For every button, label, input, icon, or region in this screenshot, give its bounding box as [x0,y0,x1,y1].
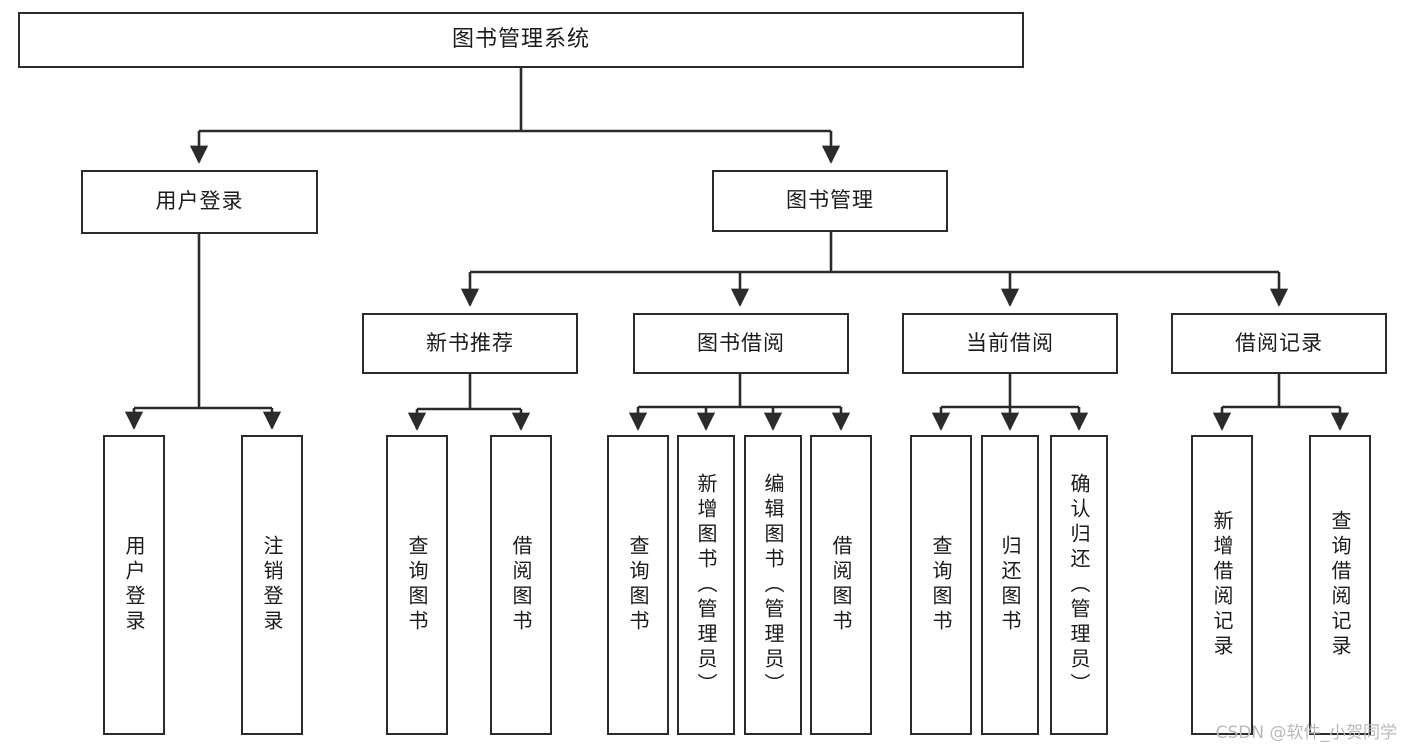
node-leaf-return-book-label: 归还图书 [998,535,1022,635]
node-leaf-borrow-book-1-label: 借阅图书 [509,535,533,635]
node-leaf-edit-book[interactable]: 编辑图书（管理员） [744,435,802,735]
node-leaf-confirm-return-label: 确认归还（管理员） [1067,472,1091,698]
node-new-book-rec[interactable]: 新书推荐 [362,313,578,374]
csdn-watermark: CSDN @软件_小贺同学 [1215,723,1397,743]
node-leaf-user-login[interactable]: 用户登录 [103,435,165,735]
node-leaf-query-book-3-label: 查询图书 [929,535,953,635]
node-leaf-borrow-book-1[interactable]: 借阅图书 [490,435,552,735]
node-current-borrow-label: 当前借阅 [966,330,1054,355]
node-leaf-add-record[interactable]: 新增借阅记录 [1191,435,1253,735]
node-current-borrow[interactable]: 当前借阅 [902,313,1118,374]
node-book-manage-label: 图书管理 [786,188,874,213]
node-leaf-query-book-1-label: 查询图书 [405,535,429,635]
node-leaf-logout-label: 注销登录 [260,535,284,635]
node-leaf-borrow-book-2[interactable]: 借阅图书 [810,435,872,735]
node-leaf-logout[interactable]: 注销登录 [241,435,303,735]
node-leaf-borrow-book-2-label: 借阅图书 [829,535,853,635]
node-root-label: 图书管理系统 [451,26,590,52]
node-leaf-user-login-label: 用户登录 [122,535,146,635]
node-borrow-record-label: 借阅记录 [1235,330,1323,355]
node-leaf-add-book[interactable]: 新增图书（管理员） [677,435,735,735]
node-book-borrow-label: 图书借阅 [697,330,785,355]
node-leaf-add-record-label: 新增借阅记录 [1210,510,1234,660]
node-leaf-query-book-1[interactable]: 查询图书 [386,435,448,735]
node-leaf-edit-book-label: 编辑图书（管理员） [761,472,785,698]
node-user-login-label: 用户登录 [155,189,244,214]
node-leaf-query-record-label: 查询借阅记录 [1328,510,1352,660]
node-book-borrow[interactable]: 图书借阅 [633,313,849,374]
node-user-login[interactable]: 用户登录 [81,170,318,234]
node-root[interactable]: 图书管理系统 [18,12,1024,68]
node-leaf-query-book-3[interactable]: 查询图书 [910,435,972,735]
node-leaf-query-book-2-label: 查询图书 [626,535,650,635]
node-leaf-query-record[interactable]: 查询借阅记录 [1309,435,1371,735]
node-leaf-confirm-return[interactable]: 确认归还（管理员） [1050,435,1108,735]
node-leaf-return-book[interactable]: 归还图书 [981,435,1039,735]
node-leaf-add-book-label: 新增图书（管理员） [694,472,718,698]
node-borrow-record[interactable]: 借阅记录 [1171,313,1387,374]
node-leaf-query-book-2[interactable]: 查询图书 [607,435,669,735]
node-book-manage[interactable]: 图书管理 [712,170,948,232]
node-new-book-rec-label: 新书推荐 [426,330,514,355]
